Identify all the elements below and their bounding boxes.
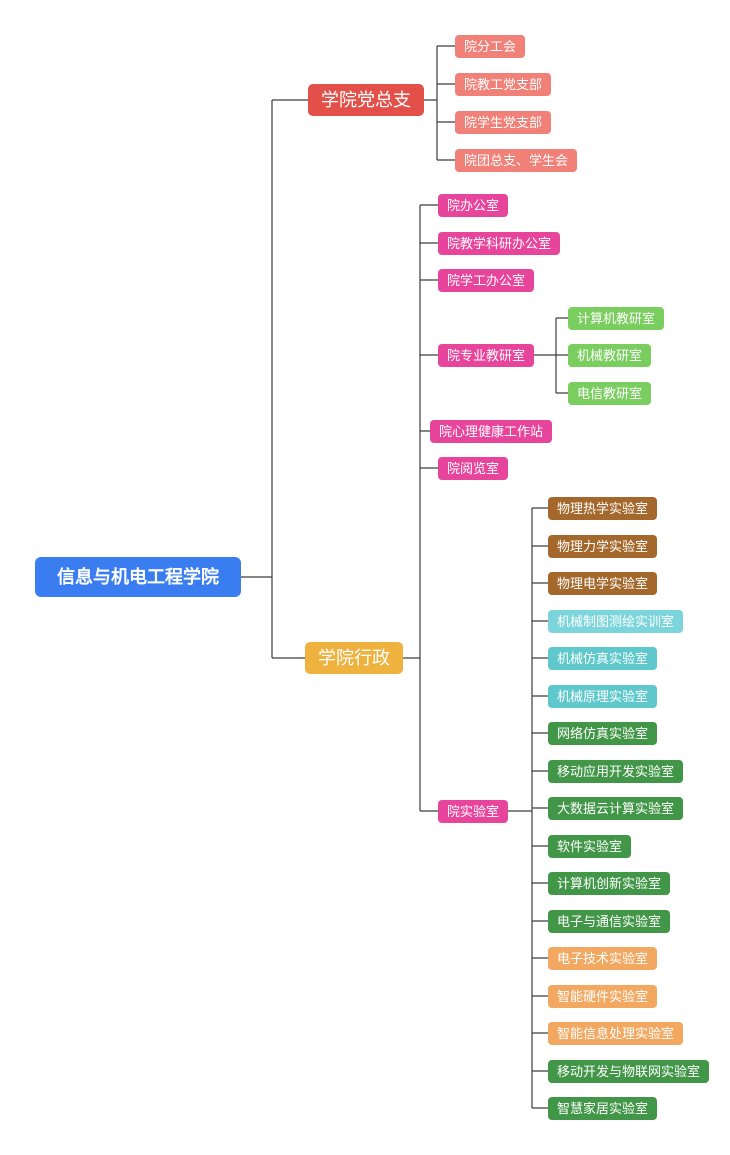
node-lab[interactable]: 智能硬件实验室	[548, 985, 658, 1008]
connector-teaching-offices	[520, 317, 575, 394]
node-admin-branch[interactable]: 学院行政	[305, 642, 403, 674]
node-root[interactable]: 信息与机电工程学院	[35, 557, 241, 597]
node-lab[interactable]: 软件实验室	[548, 835, 632, 858]
node-admin-child[interactable]: 院教学科研办公室	[438, 232, 561, 255]
connector-labs	[500, 507, 555, 1109]
node-party-child[interactable]: 院教工党支部	[455, 73, 552, 96]
node-party-child[interactable]: 院学生党支部	[455, 111, 552, 134]
node-lab[interactable]: 网络仿真实验室	[548, 722, 658, 745]
node-teaching-office[interactable]: 机械教研室	[568, 344, 652, 367]
node-lab[interactable]: 电子与通信实验室	[548, 910, 671, 933]
node-admin-child[interactable]: 院办公室	[438, 194, 509, 217]
node-admin-child[interactable]: 院专业教研室	[438, 344, 535, 367]
node-lab[interactable]: 智慧家居实验室	[548, 1097, 658, 1120]
connector-root	[225, 99, 320, 659]
node-lab[interactable]: 大数据云计算实验室	[548, 797, 684, 820]
node-lab[interactable]: 机械制图测绘实训室	[548, 610, 684, 633]
node-admin-child[interactable]: 院心理健康工作站	[430, 420, 553, 443]
node-lab[interactable]: 物理热学实验室	[548, 497, 658, 520]
node-teaching-office[interactable]: 电信教研室	[568, 382, 652, 405]
node-party-child[interactable]: 院团总支、学生会	[455, 149, 578, 172]
node-teaching-office[interactable]: 计算机教研室	[568, 307, 665, 330]
node-admin-child[interactable]: 院阅览室	[438, 457, 509, 480]
node-party-branch[interactable]: 学院党总支	[308, 84, 424, 116]
node-lab[interactable]: 机械原理实验室	[548, 685, 658, 708]
node-lab[interactable]: 机械仿真实验室	[548, 647, 658, 670]
connector-admin	[385, 204, 448, 812]
node-party-child[interactable]: 院分工会	[455, 35, 526, 58]
node-admin-child[interactable]: 院学工办公室	[438, 269, 535, 292]
node-lab[interactable]: 移动开发与物联网实验室	[548, 1060, 710, 1083]
node-lab[interactable]: 移动应用开发实验室	[548, 760, 684, 783]
node-lab[interactable]: 智能信息处理实验室	[548, 1022, 684, 1045]
node-lab[interactable]: 计算机创新实验室	[548, 872, 671, 895]
node-lab[interactable]: 物理力学实验室	[548, 535, 658, 558]
node-admin-child[interactable]: 院实验室	[438, 800, 509, 823]
node-lab[interactable]: 物理电学实验室	[548, 572, 658, 595]
node-lab[interactable]: 电子技术实验室	[548, 947, 658, 970]
